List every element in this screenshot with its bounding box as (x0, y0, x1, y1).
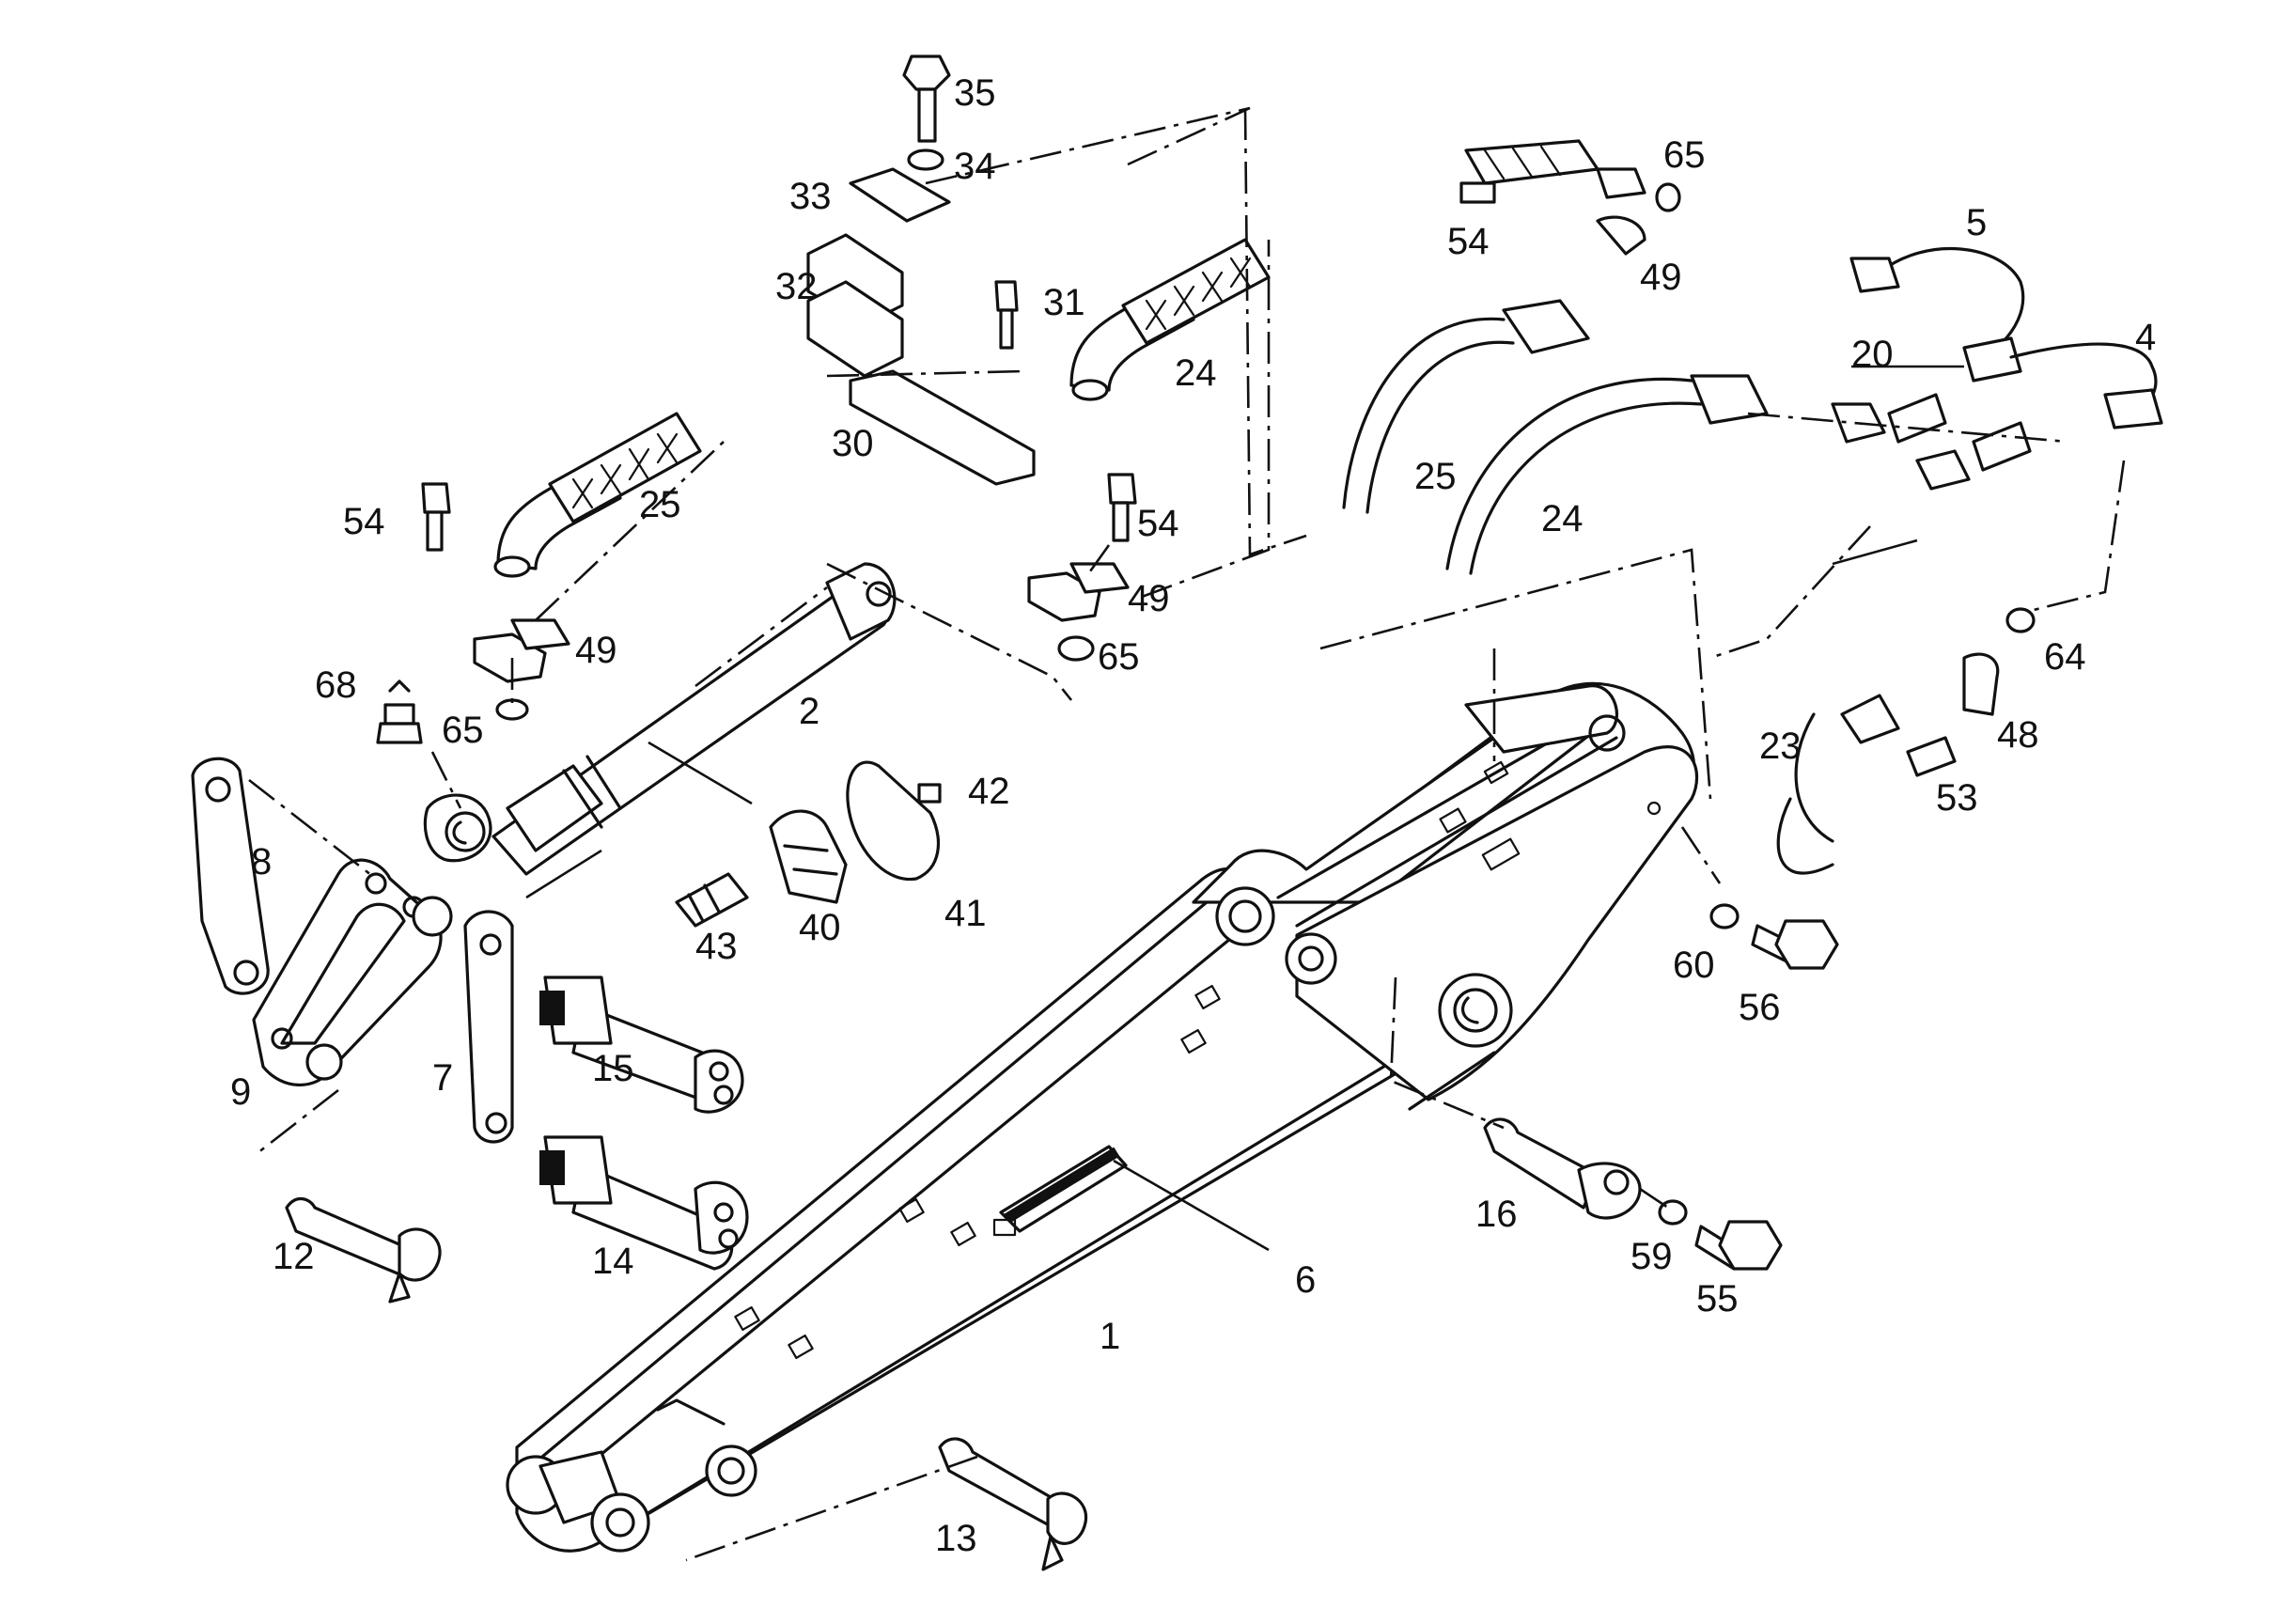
hydraulic-cylinder (376, 562, 897, 876)
callout-6: 6 (1295, 1259, 1316, 1301)
callout-49-right: 49 (1640, 257, 1682, 298)
callout-4: 4 (2135, 317, 2156, 358)
callout-25-lower: 25 (1414, 456, 1457, 497)
callout-24-upper: 24 (1175, 352, 1217, 394)
leader-lines (248, 106, 2126, 1562)
callout-49-center: 49 (1128, 578, 1170, 619)
callout-labels: 1 2 4 5 6 7 8 9 12 13 14 15 16 20 23 24 … (230, 72, 2156, 1559)
callout-65-center: 65 (1098, 636, 1140, 678)
callout-49-left: 49 (575, 630, 617, 671)
callout-59: 59 (1630, 1236, 1673, 1277)
grease-line-block (992, 1145, 1270, 1252)
callout-23: 23 (1759, 726, 1802, 767)
hoses-right (1342, 139, 1769, 575)
callout-31: 31 (1043, 282, 1085, 323)
pin-16 (1483, 1117, 1783, 1271)
hose-clips (421, 473, 1137, 721)
callout-42: 42 (968, 771, 1010, 812)
callout-54-left: 54 (343, 501, 385, 542)
callout-35: 35 (954, 72, 996, 114)
pin-13 (938, 1437, 1088, 1571)
bracket-stack (806, 55, 1036, 486)
callout-12: 12 (273, 1236, 315, 1277)
callout-56: 56 (1739, 987, 1781, 1028)
callout-8: 8 (251, 841, 272, 882)
callout-13: 13 (935, 1518, 977, 1559)
callout-53: 53 (1936, 777, 1978, 819)
callout-7: 7 (432, 1057, 453, 1099)
callout-65-right: 65 (1663, 134, 1706, 176)
callout-65-left: 65 (442, 710, 484, 751)
pins-14-15 (539, 976, 749, 1271)
callout-1: 1 (1100, 1316, 1120, 1357)
pin-12 (285, 1197, 442, 1304)
callout-15: 15 (592, 1048, 634, 1089)
callout-20: 20 (1851, 334, 1894, 375)
callout-9: 9 (230, 1071, 251, 1113)
callout-34: 34 (954, 146, 996, 187)
hose-clamp-parts (675, 760, 942, 928)
callout-24-lower: 24 (1541, 498, 1584, 539)
callout-54-right: 54 (1447, 221, 1490, 262)
callout-2: 2 (799, 691, 819, 732)
callout-60: 60 (1673, 945, 1715, 986)
hose-23 (1776, 607, 2036, 875)
callout-5: 5 (1966, 202, 1987, 243)
callout-32: 32 (775, 266, 818, 307)
fittings-4-5-20 (1831, 246, 2163, 491)
callout-68: 68 (315, 664, 357, 706)
callout-43: 43 (695, 926, 738, 967)
callout-33: 33 (789, 176, 832, 217)
boom-arm (506, 681, 1699, 1553)
callout-55: 55 (1696, 1278, 1739, 1320)
bolt-56 (1709, 903, 1839, 970)
callout-30: 30 (832, 423, 874, 464)
callout-40: 40 (799, 907, 841, 948)
callout-16: 16 (1475, 1194, 1518, 1235)
callout-14: 14 (592, 1241, 634, 1282)
links (191, 757, 514, 1144)
callout-25-upper: 25 (639, 484, 681, 525)
callout-64: 64 (2044, 636, 2086, 678)
callout-41: 41 (944, 893, 987, 934)
callout-54-center: 54 (1137, 503, 1179, 544)
hoses-left (493, 238, 1271, 578)
callout-48: 48 (1997, 714, 2039, 756)
